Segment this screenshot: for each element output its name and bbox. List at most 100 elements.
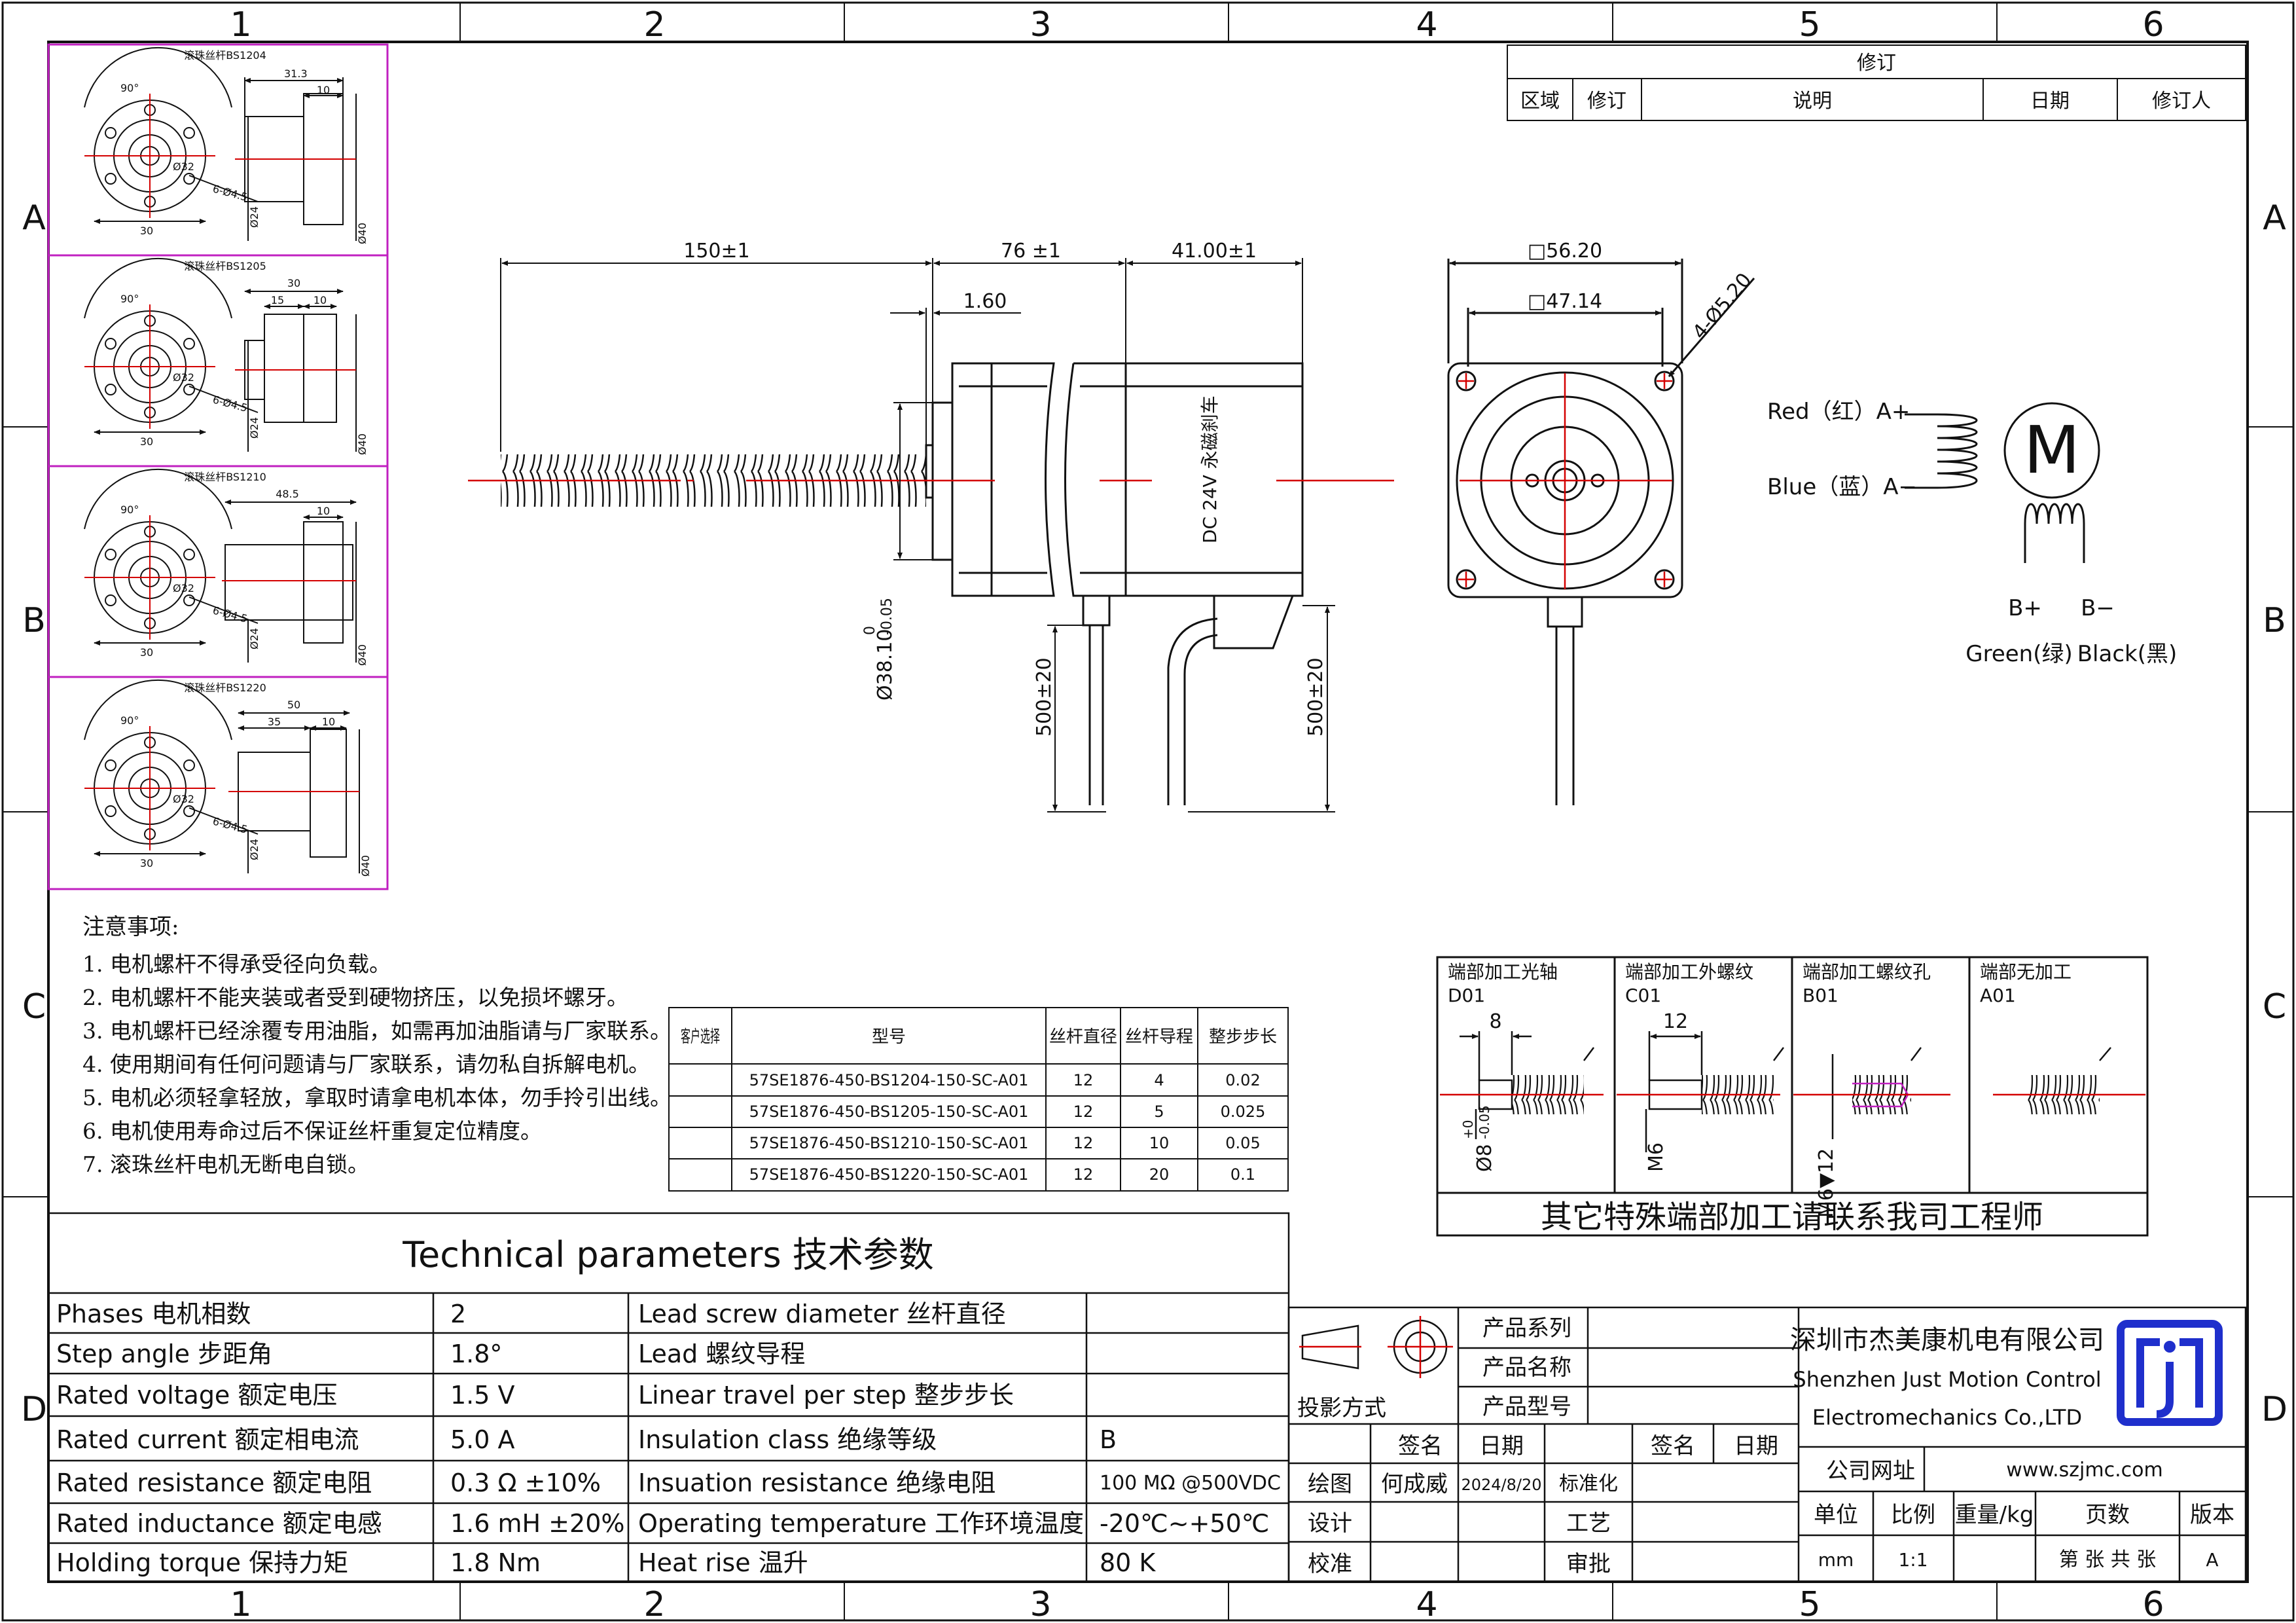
tb-check: 校准 <box>1308 1551 1352 1577</box>
dim-lead-length: 500±20 <box>1033 657 1056 737</box>
tech-value: 80 K <box>1100 1548 1156 1577</box>
tb-unit: mm <box>1818 1549 1854 1571</box>
detail-holes: 6-Ø4.5 <box>211 815 249 836</box>
tb-company-cn: 深圳市杰美康机电有限公司 <box>1790 1325 2104 1355</box>
tech-label: Rated voltage 额定电压 <box>56 1381 337 1410</box>
tb-product-series: 产品系列 <box>1482 1315 1571 1341</box>
detail-title: 滚珠丝杆BS1205 <box>184 260 266 272</box>
front-view: □56.20 □47.14 4-Ø5.20 <box>1447 240 1756 805</box>
end-dia: M6 <box>1645 1142 1668 1172</box>
tb-version-label: 版本 <box>2190 1502 2234 1528</box>
col-label: 4 <box>1416 5 1437 45</box>
dim-lead-length: 500±20 <box>1304 657 1327 737</box>
note-item: 3. 电机螺杆已经涂覆专用油脂，如需再加油脂请与厂家联系。 <box>82 1018 672 1044</box>
dim-boss-tol-up: 0 <box>862 626 878 635</box>
detail-dia: Ø32 <box>173 793 194 805</box>
tb-sign2: 签名 <box>1651 1433 1695 1459</box>
detail-angle: 90° <box>120 293 139 305</box>
col-label: 2 <box>643 1585 665 1623</box>
detail-dia: Ø32 <box>173 582 194 594</box>
model-cell: 0.1 <box>1230 1165 1255 1184</box>
tb-drawn-by: 何成威 <box>1381 1471 1448 1497</box>
note-item: 5. 电机必须轻拿轻放，拿取时请拿电机本体，勿手拎引出线。 <box>82 1085 672 1110</box>
tech-value: 2 <box>450 1300 466 1328</box>
tb-website-label: 公司网址 <box>1826 1458 1915 1484</box>
frame-column-labels: 1 2 3 4 5 6 1 2 3 4 5 6 <box>230 5 2164 1623</box>
model-cell: 0.025 <box>1221 1103 1266 1121</box>
detail-length: 50 <box>287 699 300 711</box>
frame-row-labels: A B C D A B C D <box>21 198 2287 1429</box>
notes-title: 注意事项: <box>82 914 179 940</box>
tb-unit-label: 单位 <box>1814 1502 1858 1528</box>
tb-drawn: 绘图 <box>1308 1471 1352 1497</box>
detail-dia: Ø32 <box>173 371 194 384</box>
wire-bplus-label: B+ <box>2008 595 2042 621</box>
tb-scale-label: 比例 <box>1891 1502 1935 1528</box>
tb-date: 日期 <box>1479 1433 1524 1459</box>
end-title: 端部加工外螺纹 <box>1625 961 1753 983</box>
row-label: A <box>2263 198 2286 238</box>
detail-outer: Ø40 <box>359 855 372 877</box>
tb-product-name: 产品名称 <box>1482 1355 1571 1381</box>
dim-boss-dia: Ø38.10 <box>874 629 897 701</box>
model-cell: 12 <box>1073 1165 1094 1184</box>
revision-header: 说明 <box>1793 90 1832 113</box>
col-label: 3 <box>1030 5 1051 45</box>
detail-holes: 6-Ø4.5 <box>211 604 249 625</box>
motor-letter: M <box>2024 412 2080 488</box>
tb-projection: 投影方式 <box>1297 1395 1386 1421</box>
tech-label: Lead screw diameter 丝杆直径 <box>638 1300 1006 1328</box>
end-code: B01 <box>1803 985 1839 1006</box>
dim-flange: 1.60 <box>963 290 1007 313</box>
end-title: 端部无加工 <box>1980 961 2072 983</box>
tech-label: Rated inductance 额定电感 <box>56 1509 382 1538</box>
tech-value: 1.6 mH ±20% <box>450 1509 624 1538</box>
tech-value: 1.5 V <box>450 1381 515 1410</box>
tech-label: Insuation resistance 绝缘电阻 <box>638 1468 996 1497</box>
tech-label: Rated resistance 额定电阻 <box>56 1468 372 1497</box>
col-label: 2 <box>643 5 665 45</box>
tech-value: 1.8° <box>450 1340 502 1368</box>
detail-angle: 90° <box>120 503 139 516</box>
notes-block: 注意事项: 1. 电机螺杆不得承受径向负载。 2. 电机螺杆不能夹装或者受到硬物… <box>82 909 672 1181</box>
model-cell: 20 <box>1149 1165 1170 1184</box>
detail-width: 30 <box>140 435 153 448</box>
tb-standard: 标准化 <box>1559 1472 1618 1495</box>
note-item: 7. 滚珠丝杆电机无断电自锁。 <box>82 1152 369 1177</box>
ballnut-detail-bs1204: 滚珠丝杆BS1204 90° Ø32 6-Ø4.5 30 31.3 10 Ø24 <box>84 46 368 244</box>
detail-width: 30 <box>140 225 153 237</box>
model-header: 型号 <box>872 1027 906 1047</box>
end-code: A01 <box>1980 985 2016 1006</box>
tb-company-en2: Electromechanics Co.,LTD <box>1812 1405 2082 1430</box>
end-code: D01 <box>1448 985 1485 1006</box>
tb-design: 设计 <box>1308 1510 1352 1537</box>
tb-website: www.szjmc.com <box>2006 1459 2162 1482</box>
detail-length: 31.3 <box>284 67 308 80</box>
revision-table: 修订 区域 修订 说明 日期 修订人 <box>1507 45 2246 121</box>
col-label: 1 <box>230 5 251 45</box>
end-title: 端部加工螺纹孔 <box>1803 961 1931 983</box>
model-header: 丝杆直径 <box>1049 1027 1117 1047</box>
note-item: 2. 电机螺杆不能夹装或者受到硬物挤压，以免损坏螺牙。 <box>82 985 628 1010</box>
detail-dia: Ø32 <box>173 160 194 173</box>
end-title: 端部加工光轴 <box>1448 961 1558 983</box>
revision-header: 修订 <box>1587 90 1626 113</box>
row-label: B <box>22 601 46 640</box>
detail-holes: 6-Ø4.5 <box>211 183 249 204</box>
tb-date2: 日期 <box>1734 1433 1778 1459</box>
motor-symbol <box>2003 402 2100 499</box>
ballnut-detail-bs1220: 滚珠丝杆BS1220 90° Ø32 6-Ø4.5 30 50 35 10 Ø2… <box>84 679 372 877</box>
revision-header: 修订人 <box>2152 90 2211 113</box>
col-label: 6 <box>2142 5 2164 45</box>
tech-label: Step angle 步距角 <box>56 1340 272 1368</box>
wire-blue-label: Blue（蓝）A− <box>1767 474 1917 500</box>
tech-label: Operating temperature 工作环境温度 <box>638 1509 1084 1538</box>
model-cell: 57SE1876-450-BS1205-150-SC-A01 <box>749 1103 1029 1121</box>
revision-header: 区域 <box>1520 90 1560 113</box>
side-view: 150±1 76 ±1 41.00±1 1.60 Ø38.10 0 -0.05 … <box>468 240 1394 812</box>
tech-label: Insulation class 绝缘等级 <box>638 1425 937 1454</box>
model-cell: 0.02 <box>1225 1071 1260 1089</box>
detail-holes: 6-Ø4.5 <box>211 393 249 414</box>
col-label: 1 <box>230 1585 251 1623</box>
